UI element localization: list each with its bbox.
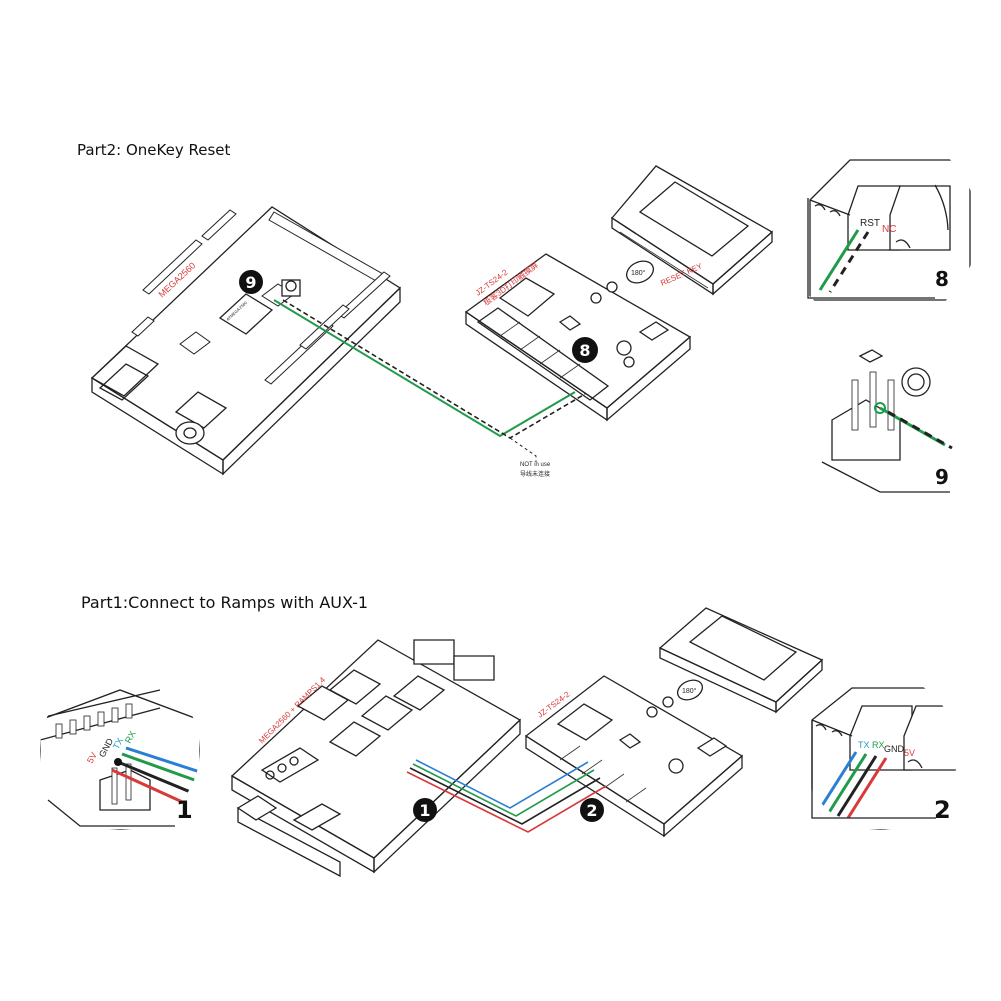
badge-8: 8: [572, 337, 598, 363]
rotate-indicator-part2: 180°: [625, 260, 655, 284]
svg-text:5V: 5V: [85, 751, 99, 765]
svg-text:1: 1: [176, 796, 193, 824]
svg-text:5V: 5V: [904, 748, 915, 758]
mega-ramps-board: MEGA2560 + RAMPS1.4: [230, 639, 522, 878]
callout-8: RST NC 8: [807, 159, 971, 301]
callout-1: 5V GND TX RX 1: [40, 689, 200, 830]
aux1-wires: [406, 759, 607, 833]
mega2560-board: MEGA2560 ATMEGA 2560: [90, 206, 402, 476]
svg-text:RST: RST: [860, 218, 880, 229]
svg-text:1: 1: [419, 801, 430, 820]
svg-text:8: 8: [935, 267, 949, 291]
svg-text:180°: 180°: [631, 269, 646, 277]
badge-2: 2: [580, 798, 604, 822]
svg-text:GND: GND: [884, 744, 905, 754]
badge-1: 1: [413, 798, 437, 822]
lcd-screen-part1: [658, 607, 824, 714]
rotate-indicator-part1: 180°: [676, 679, 704, 701]
svg-text:NC: NC: [882, 224, 896, 235]
svg-text:2: 2: [934, 796, 951, 824]
svg-text:TX: TX: [858, 740, 870, 750]
not-in-use-label-cn: 导线未连接: [520, 470, 550, 478]
svg-text:TX: TX: [111, 736, 125, 751]
svg-text:2: 2: [586, 801, 597, 820]
heading-part2: Part2: OneKey Reset: [77, 141, 231, 159]
ts24-board-part2: JZ-TS24-2 极客3D打印触摸屏: [464, 253, 692, 422]
svg-text:RX: RX: [872, 740, 885, 750]
svg-text:8: 8: [579, 341, 590, 360]
svg-text:9: 9: [935, 465, 949, 489]
reset-wire: [273, 299, 586, 462]
lcd-screen-part2: [611, 165, 774, 296]
badge-9: 9: [239, 270, 263, 294]
svg-text:180°: 180°: [682, 687, 697, 695]
callout-9: 9: [821, 349, 953, 493]
callout-2: TX RX GND 5V 2: [811, 687, 958, 830]
svg-text:9: 9: [245, 273, 256, 292]
ts24-board-part1: JZ-TS24-2: [524, 675, 744, 838]
not-in-use-label: NOT in use: [520, 462, 551, 468]
heading-part1: Part1:Connect to Ramps with AUX-1: [81, 593, 369, 612]
